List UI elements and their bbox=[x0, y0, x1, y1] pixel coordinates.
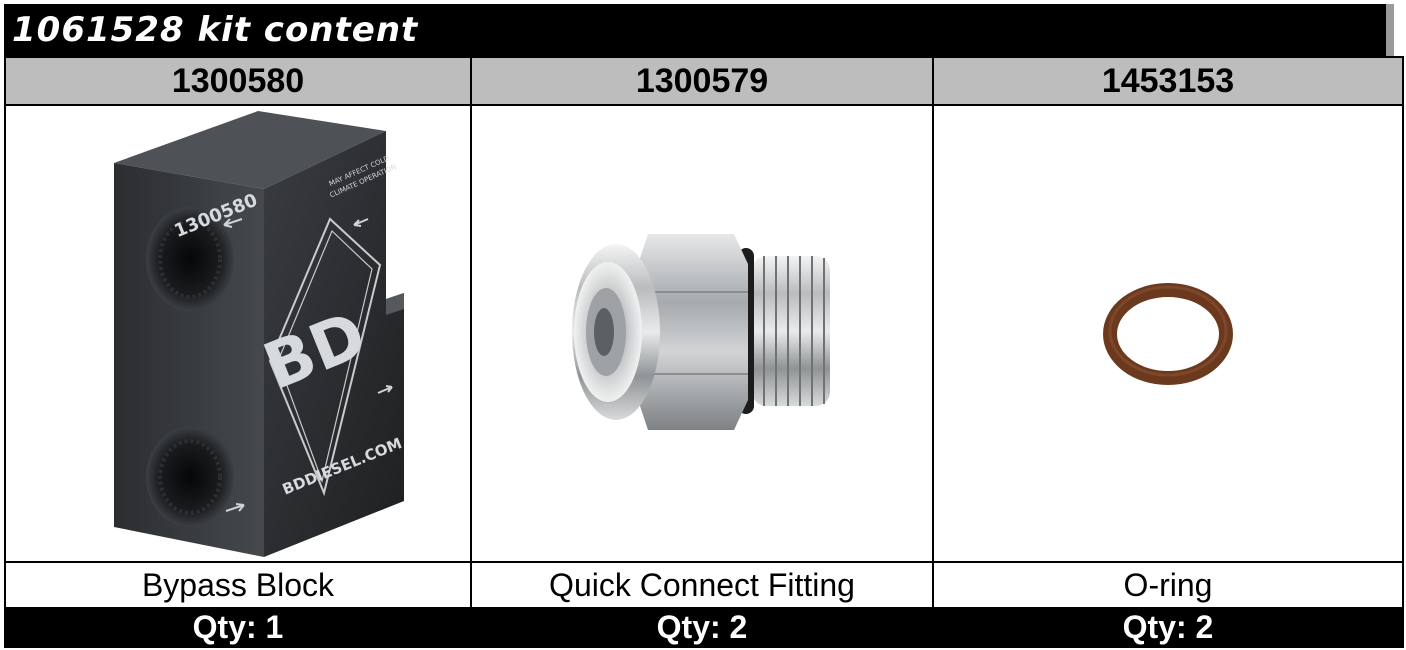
part-number: 1300580 bbox=[4, 56, 472, 106]
image-row: BD 1300580 MAY AFFECT COLD CLIMATE OPERA… bbox=[4, 104, 1404, 563]
quick-connect-fitting-image bbox=[572, 233, 830, 430]
part-number-row: 1300580 1300579 1453153 bbox=[4, 56, 1404, 106]
kit-table: 1300580 1300579 1453153 bbox=[4, 56, 1404, 648]
image-cell bbox=[470, 104, 934, 563]
kit-title: 1061528 kit content bbox=[12, 10, 419, 50]
item-name: Quick Connect Fitting bbox=[470, 561, 934, 609]
bypass-block-image: BD 1300580 MAY AFFECT COLD CLIMATE OPERA… bbox=[114, 110, 404, 557]
item-qty: Qty: 1 bbox=[4, 607, 472, 648]
title-bar: 1061528 kit content bbox=[4, 4, 1394, 56]
item-qty: Qty: 2 bbox=[470, 607, 934, 648]
o-ring-image bbox=[1103, 282, 1233, 385]
image-cell: BD 1300580 MAY AFFECT COLD CLIMATE OPERA… bbox=[4, 104, 472, 563]
part-number: 1453153 bbox=[932, 56, 1404, 106]
item-qty: Qty: 2 bbox=[932, 607, 1404, 648]
part-number: 1300579 bbox=[470, 56, 934, 106]
quantity-row: Qty: 1 Qty: 2 Qty: 2 bbox=[4, 607, 1404, 648]
image-cell bbox=[932, 104, 1404, 563]
item-name: Bypass Block bbox=[4, 561, 472, 609]
item-name-row: Bypass Block Quick Connect Fitting O-rin… bbox=[4, 561, 1404, 609]
item-name: O-ring bbox=[932, 561, 1404, 609]
